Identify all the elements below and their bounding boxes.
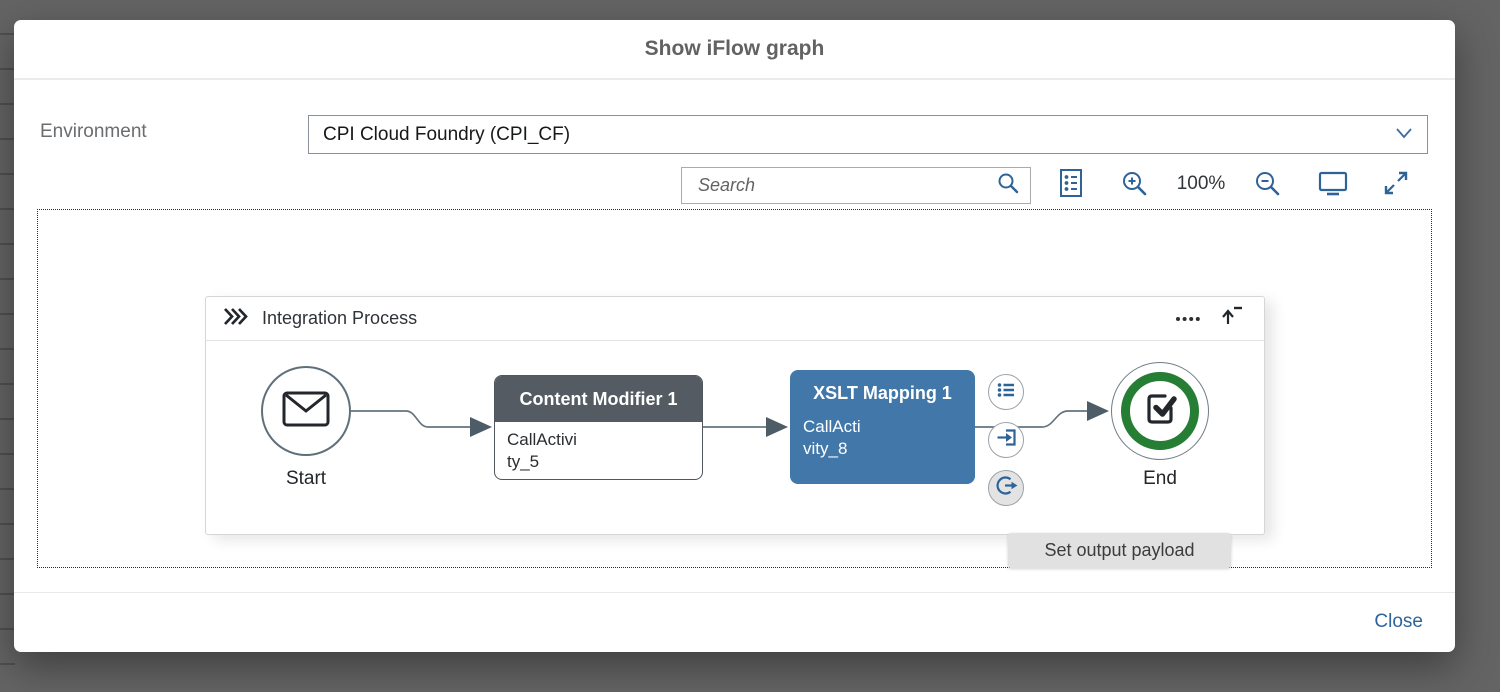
legend-icon bbox=[1059, 168, 1083, 203]
environment-selected-value: CPI Cloud Foundry (CPI_CF) bbox=[323, 123, 571, 145]
set-output-payload-tooltip: Set output payload bbox=[1008, 533, 1231, 568]
search-icon[interactable] bbox=[996, 171, 1020, 200]
xslt-mapping-subtitle: CallActi vity_8 bbox=[803, 417, 861, 459]
close-button[interactable]: Close bbox=[1362, 605, 1435, 639]
sign-in-icon bbox=[995, 426, 1018, 454]
properties-button[interactable] bbox=[988, 374, 1024, 410]
environment-label: Environment bbox=[40, 121, 147, 142]
content-modifier-title: Content Modifier 1 bbox=[495, 376, 702, 422]
collapse-icon[interactable] bbox=[1220, 305, 1244, 332]
dialog-header: Show iFlow graph bbox=[14, 20, 1455, 80]
fullscreen-button[interactable] bbox=[1377, 166, 1415, 204]
fit-screen-icon bbox=[1318, 170, 1348, 201]
start-event-node[interactable] bbox=[261, 366, 351, 456]
zoom-in-icon bbox=[1120, 169, 1148, 202]
zoom-level: 100% bbox=[1176, 173, 1226, 194]
envelope-icon bbox=[282, 391, 330, 432]
sign-out-icon bbox=[994, 474, 1019, 502]
footer-divider bbox=[14, 592, 1455, 593]
bullet-list-icon bbox=[995, 379, 1017, 406]
fit-screen-button[interactable] bbox=[1314, 166, 1352, 204]
check-square-icon bbox=[1141, 390, 1179, 433]
content-modifier-subtitle: CallActivi ty_5 bbox=[507, 430, 577, 472]
search-box bbox=[681, 167, 1031, 204]
background-table-rows bbox=[0, 0, 15, 692]
xslt-mapping-node[interactable]: XSLT Mapping 1 CallActi vity_8 bbox=[790, 370, 975, 484]
zoom-out-button[interactable] bbox=[1248, 166, 1286, 204]
dialog-title: Show iFlow graph bbox=[644, 37, 825, 60]
integration-process-pool[interactable]: Integration Process bbox=[205, 296, 1265, 535]
zoom-in-button[interactable] bbox=[1115, 166, 1153, 204]
show-iflow-graph-dialog: Show iFlow graph Environment CPI Cloud F… bbox=[14, 20, 1455, 652]
content-modifier-node[interactable]: Content Modifier 1 CallActivi ty_5 bbox=[494, 375, 703, 480]
xslt-mapping-title: XSLT Mapping 1 bbox=[813, 383, 952, 403]
set-input-payload-button[interactable] bbox=[988, 422, 1024, 458]
zoom-out-icon bbox=[1253, 169, 1281, 202]
end-event-node[interactable] bbox=[1111, 362, 1209, 460]
environment-select[interactable]: CPI Cloud Foundry (CPI_CF) bbox=[308, 115, 1428, 154]
set-output-payload-button[interactable] bbox=[988, 470, 1024, 506]
integration-process-header: Integration Process bbox=[206, 297, 1264, 341]
end-node-label: End bbox=[1143, 468, 1177, 489]
chevron-down-icon bbox=[1395, 126, 1413, 144]
end-event-ring bbox=[1121, 372, 1199, 450]
fullscreen-icon bbox=[1382, 169, 1410, 202]
legend-button[interactable] bbox=[1052, 166, 1090, 204]
integration-process-title: Integration Process bbox=[262, 308, 418, 328]
triple-chevron-icon bbox=[222, 307, 249, 331]
search-input[interactable] bbox=[696, 174, 996, 197]
overflow-dots-icon[interactable] bbox=[1174, 310, 1202, 328]
start-node-label: Start bbox=[285, 468, 327, 489]
